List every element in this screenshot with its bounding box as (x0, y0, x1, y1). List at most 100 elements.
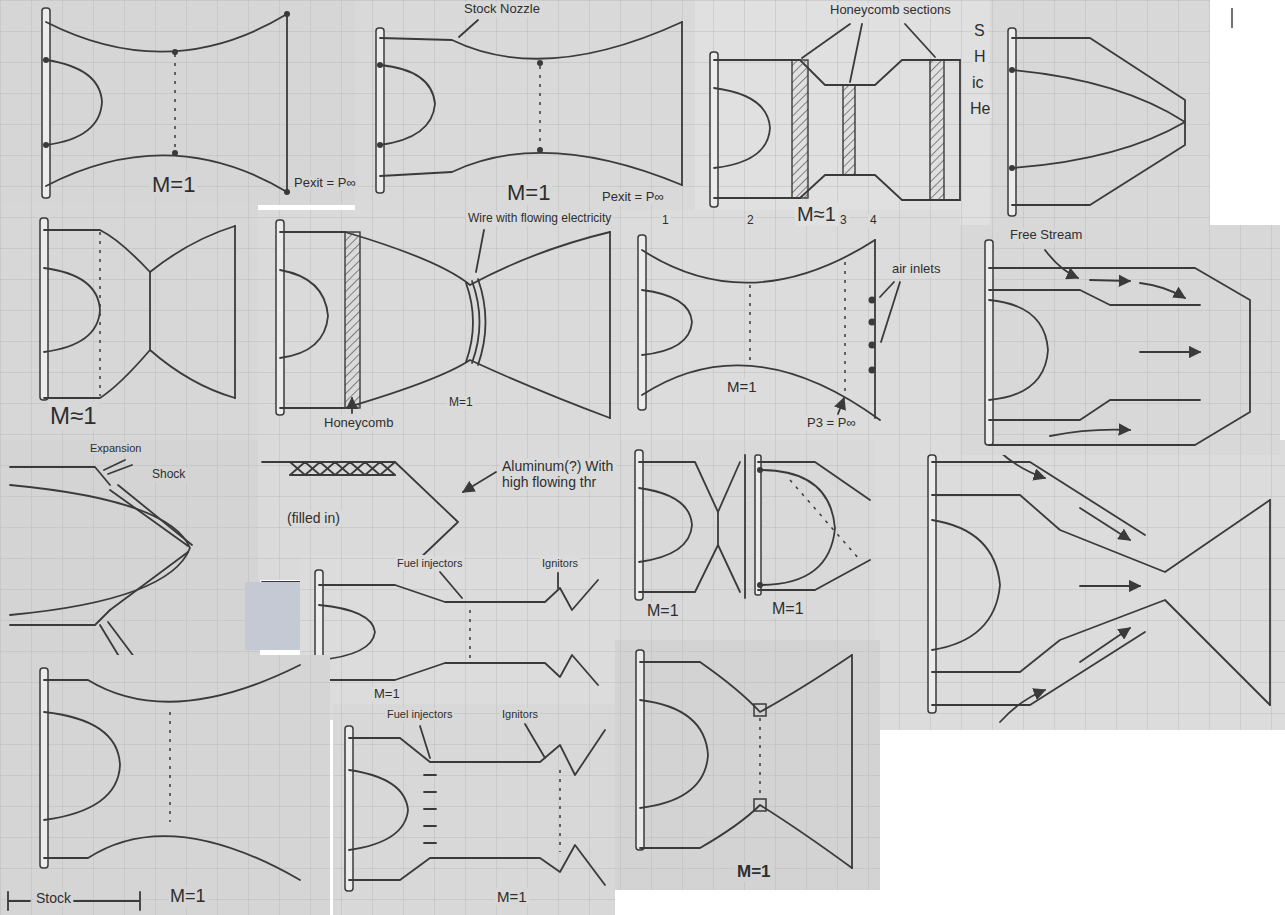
nozzle-sketch (851, 655, 853, 868)
nozzle-sketch (695, 0, 990, 225)
nozzle-sketch (319, 655, 598, 685)
nozzle-sketch (869, 297, 876, 304)
nozzle-sketch (959, 60, 961, 200)
nozzle-sketch (46, 60, 102, 145)
nozzle-sketch (377, 142, 383, 148)
nozzle-sketch (258, 210, 620, 440)
nozzle-sketch (100, 625, 120, 658)
nozzle-sketch (44, 268, 100, 352)
nozzle-sketch (44, 226, 235, 272)
nozzle-sketch (843, 85, 855, 175)
annotation-label: Wire with flowing electricity (466, 212, 613, 226)
nozzle-sketch (875, 440, 1285, 730)
nozzle-sketch (478, 279, 486, 365)
nozzle-sketch (640, 700, 708, 808)
nozzle-sketch (0, 655, 330, 915)
annotation-label: Stock (34, 890, 73, 906)
nozzle-sketch (1140, 283, 1185, 298)
nozzle-sketch (280, 232, 610, 285)
nozzle-sketch (1140, 351, 1200, 353)
annotation-label: Aluminum(?) With high flowing thr (500, 458, 616, 490)
nozzle-sketch (300, 555, 620, 720)
nozzle-sketch (760, 470, 835, 585)
nozzle-sketch (869, 367, 876, 374)
nozzle-sketch (1012, 38, 1185, 205)
nozzle-sketch (0, 655, 330, 915)
nozzle-sketch (300, 555, 620, 720)
nozzle-sketch (149, 272, 151, 350)
nozzle-sketch (349, 770, 408, 850)
nozzle-sketch (1045, 250, 1078, 278)
nozzle-sketch (40, 218, 48, 400)
nozzle-sketch (639, 462, 740, 512)
nozzle-sketch (639, 545, 740, 592)
nozzle-sketch (989, 300, 1048, 400)
nozzle-sketch (539, 66, 541, 148)
nozzle-sketch (118, 485, 192, 545)
annotation-label: air inlets (890, 262, 942, 277)
nozzle-sketch (695, 0, 990, 225)
nozzle-sketch (355, 0, 695, 210)
nozzle-sketch (930, 60, 944, 200)
nozzle-sketch (990, 0, 1210, 225)
nozzle-sketch (1090, 280, 1130, 281)
nozzle-sketch (640, 655, 852, 712)
nozzle-sketch (990, 0, 1210, 225)
nozzle-sketch (757, 582, 763, 588)
nozzle-sketch (284, 11, 290, 17)
nozzle-sketch (717, 512, 719, 545)
annotation-label: M≈1 (795, 203, 838, 226)
nozzle-sketch (0, 440, 260, 660)
blank-patch (245, 582, 300, 650)
nozzle-sketch (8, 892, 140, 910)
nozzle-sketch (620, 440, 875, 640)
annotation-label: He (968, 100, 992, 118)
annotation-label: 2 (745, 214, 756, 228)
annotation-label: 3 (838, 214, 849, 228)
nozzle-sketch (1080, 585, 1140, 587)
nozzle-sketch (0, 205, 258, 440)
nozzle-sketch (345, 232, 360, 408)
nozzle-sketch (557, 573, 559, 588)
nozzle-sketch (376, 28, 384, 193)
annotation-label: M=1 (645, 602, 681, 620)
nozzle-sketch (869, 342, 876, 349)
nozzle-sketch (300, 555, 620, 720)
nozzle-sketch (638, 235, 646, 410)
nozzle-sketch (714, 88, 770, 168)
nozzle-sketch (380, 65, 435, 145)
nozzle-sketch (0, 205, 258, 440)
annotation-label: Stock Nozzle (462, 2, 542, 17)
nozzle-sketch (642, 365, 880, 420)
annotation-label: ic (970, 74, 986, 92)
nozzle-sketch (559, 770, 561, 852)
nozzle-sketch (377, 62, 383, 68)
nozzle-sketch (642, 290, 692, 355)
nozzle-sketch (642, 240, 875, 283)
nozzle-sketch (985, 240, 993, 445)
nozzle-sketch (40, 668, 48, 868)
annotation-label: M=1 (168, 886, 208, 907)
nozzle-sketch (0, 440, 260, 660)
nozzle-sketch (1000, 452, 1045, 478)
nozzle-sketch (43, 142, 49, 148)
nozzle-sketch (754, 799, 766, 811)
nozzle-sketch (759, 718, 761, 797)
nozzle-sketch (1050, 430, 1130, 436)
nozzle-sketch (0, 0, 355, 205)
annotation-label: M=1 (372, 687, 402, 702)
nozzle-sketch (758, 462, 870, 500)
nozzle-sketch (1009, 165, 1015, 171)
nozzle-sketch (276, 220, 284, 415)
nozzle-sketch (744, 455, 746, 598)
nozzle-sketch (790, 480, 860, 560)
nozzle-sketch (0, 205, 258, 440)
nozzle-sketch (258, 210, 620, 440)
nozzle-sketch (1009, 67, 1015, 73)
nozzle-sketch (472, 281, 480, 363)
nozzle-sketch (0, 655, 330, 915)
nozzle-sketch (108, 465, 132, 474)
nozzle-sketch (960, 225, 1280, 455)
